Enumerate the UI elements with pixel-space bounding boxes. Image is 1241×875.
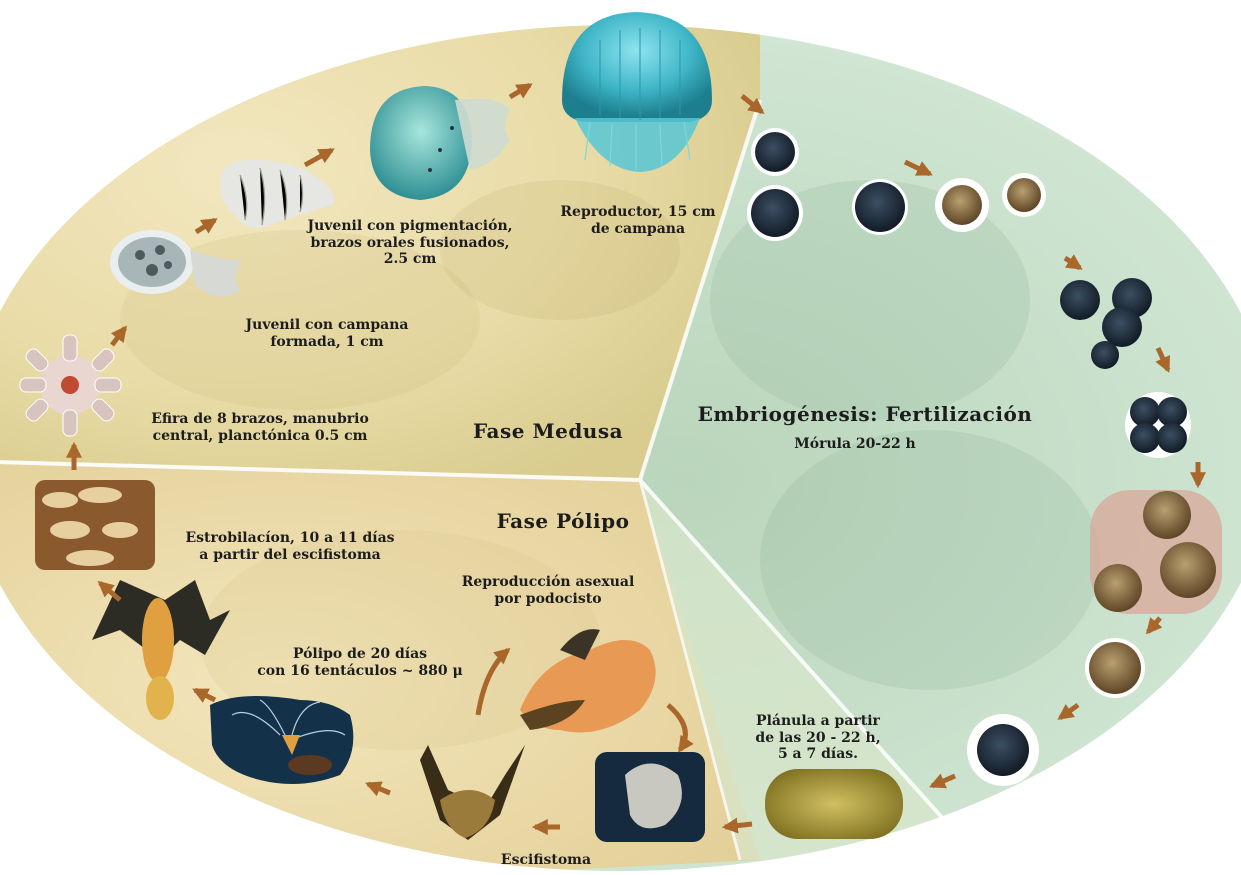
asexual-reproduction-label: Reproducción asexual por podocisto <box>448 574 648 607</box>
egg-single-3 <box>852 179 908 235</box>
medusa-phase-title: Fase Medusa <box>468 420 628 444</box>
egg-fertilized-2 <box>1002 173 1046 217</box>
arrow <box>725 824 752 827</box>
egg-single-1 <box>751 128 799 176</box>
polyp-phase-title: Fase Pólipo <box>488 510 638 534</box>
morula-label: Mórula 20-22 h <box>770 436 940 453</box>
egg-blastula <box>967 714 1039 786</box>
podocyst-development-organism <box>595 752 705 842</box>
egg-morula <box>1085 638 1145 698</box>
egg-fertilized <box>935 178 989 232</box>
ephyra-jellyfish <box>20 335 121 436</box>
polyp-20-days-label: Pólipo de 20 días con 16 tentáculos ~ 88… <box>240 646 480 679</box>
ephyra-label: Efira de 8 brazos, manubrio central, pla… <box>140 411 380 444</box>
planula-larva <box>765 769 903 839</box>
juvenile-pigmented-label: Juvenil con pigmentación, brazos orales … <box>300 218 520 268</box>
embryogenesis-title: Embriogénesis: Fertilización <box>680 403 1050 427</box>
egg-4-cell <box>1125 392 1191 458</box>
scyphistoma-label: Escifistoma <box>486 852 606 869</box>
juvenile-bell-label: Juvenil con campana formada, 1 cm <box>232 317 422 350</box>
egg-single-2 <box>747 185 803 241</box>
strobilation-label: Estrobilacíon, 10 a 11 días a partir del… <box>170 530 410 563</box>
egg-8-cell <box>1090 490 1222 614</box>
strobilation-organism <box>35 480 155 570</box>
planula-label: Plánula a partir de las 20 - 22 h, 5 a 7… <box>738 713 898 763</box>
reproductor-label: Reproductor, 15 cm de campana <box>548 204 728 237</box>
